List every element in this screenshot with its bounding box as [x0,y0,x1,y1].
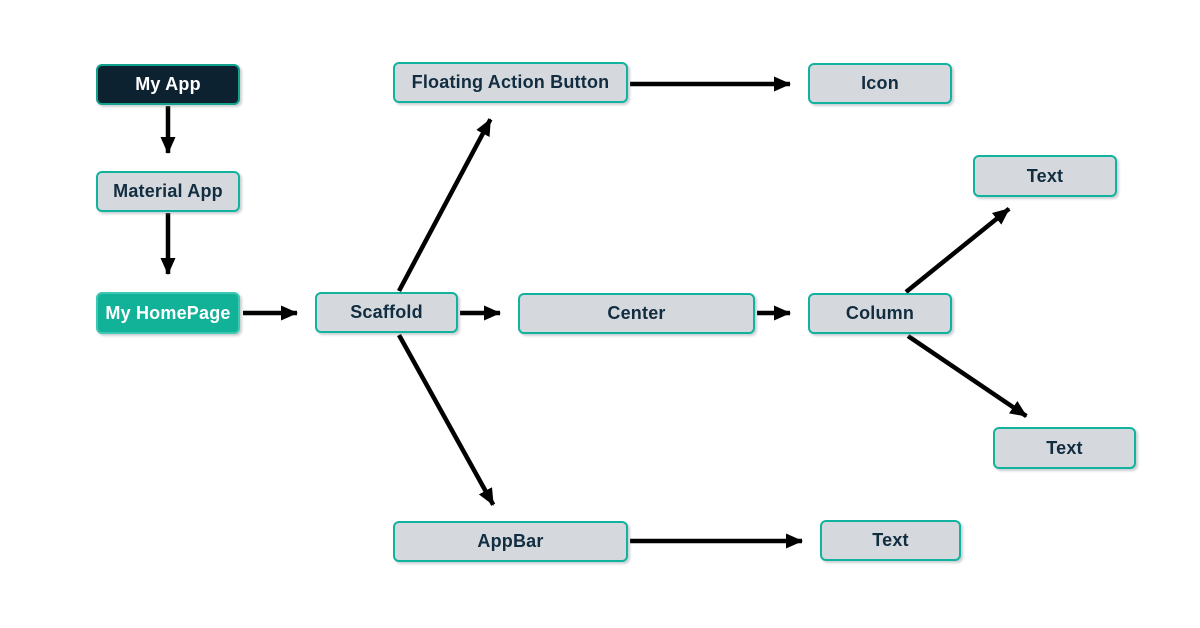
node-column: Column [808,293,952,334]
node-text-bottom: Text [993,427,1136,469]
node-text-top: Text [973,155,1117,197]
node-text-appbar: Text [820,520,961,561]
node-material-app: Material App [96,171,240,212]
node-scaffold: Scaffold [315,292,458,333]
node-label-appbar: AppBar [477,531,544,551]
node-icon: Icon [808,63,952,104]
arrow-column-to-text-bottom [906,334,1028,419]
arrow-scaffold-to-floating-action-button [397,118,493,293]
node-label-icon: Icon [861,73,899,93]
arrow-column-to-text-top [904,207,1011,294]
node-label-center: Center [607,303,666,323]
node-label-scaffold: Scaffold [350,302,423,322]
node-label-text-top: Text [1026,165,1064,186]
node-my-homepage: My HomePage [96,292,240,334]
node-label-my-app: My App [135,74,201,94]
node-floating-action-button: Floating Action Button [393,62,628,103]
node-center: Center [518,293,755,334]
node-label-column: Column [845,303,915,323]
node-label-my-homepage: My HomePage [105,302,231,323]
node-label-text-appbar: Text [872,530,909,550]
arrow-scaffold-to-appbar [397,333,496,506]
node-label-text-bottom: Text [1046,437,1083,458]
node-my-app: My App [96,64,240,105]
node-label-material-app: Material App [113,181,223,201]
node-label-floating-action-button: Floating Action Button [411,72,610,92]
node-appbar: AppBar [393,521,628,562]
